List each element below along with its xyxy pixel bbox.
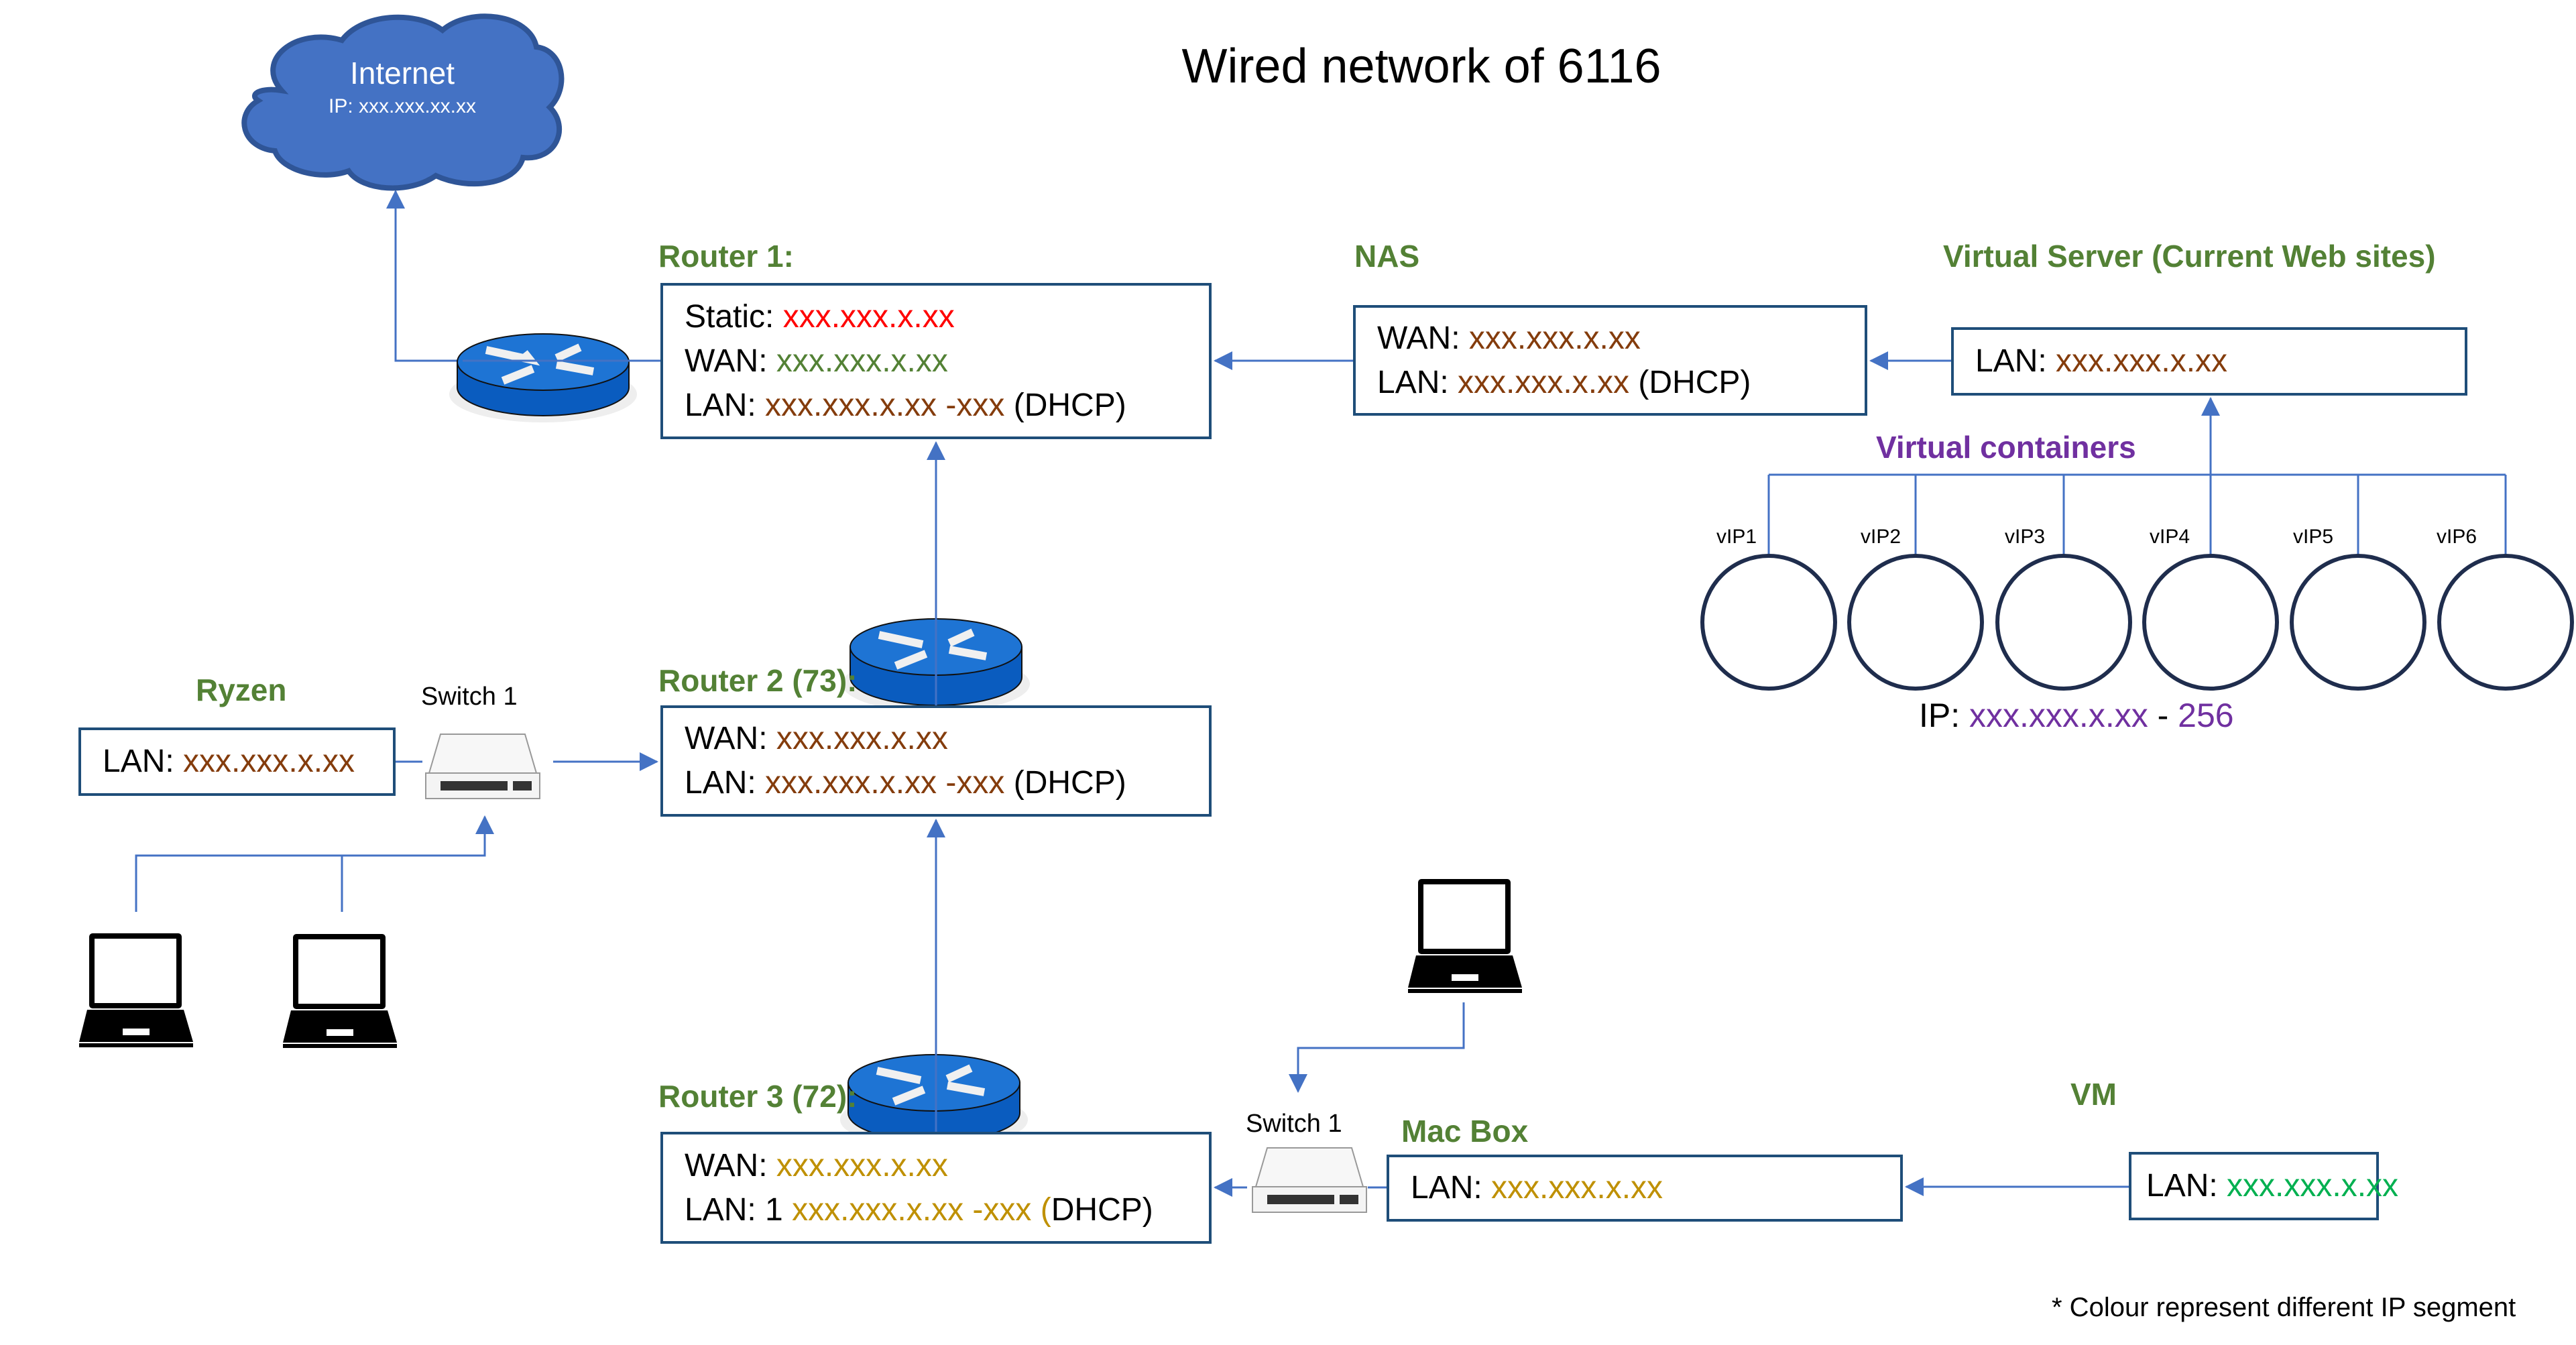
vip-label-4: vIP4 xyxy=(2150,526,2190,548)
router3-wan-ip: xxx.xxx.x.xx xyxy=(776,1147,948,1183)
router1-static-key: Static: xyxy=(685,298,783,335)
containers-ip-sep: - xyxy=(2148,697,2178,734)
router-icon-3 xyxy=(840,1054,1028,1148)
router3-lan-ip: xxx.xxx.x.xx -xxx ( xyxy=(792,1191,1051,1228)
router2-label: Router 2 (73): xyxy=(658,663,858,698)
router3-lan-suffix: DHCP) xyxy=(1051,1191,1153,1228)
router2-box: WAN: xxx.xxx.x.xx LAN: xxx.xxx.x.xx -xxx… xyxy=(660,705,1212,817)
router3-lan-key: LAN: 1 xyxy=(685,1191,793,1228)
vserver-lan-ip: xxx.xxx.x.xx xyxy=(2056,343,2228,379)
router3-box: WAN: xxx.xxx.x.xx LAN: 1 xxx.xxx.x.xx -x… xyxy=(660,1132,1212,1244)
nas-wan-row: WAN: xxx.xxx.x.xx xyxy=(1377,316,1843,361)
laptop-icon-1 xyxy=(79,933,193,1047)
internet-label: Internet xyxy=(350,56,455,91)
router3-lan-row: LAN: 1 xxx.xxx.x.xx -xxx (DHCP) xyxy=(685,1188,1187,1232)
container-vip3 xyxy=(1995,554,2132,691)
containers-ip-end: 256 xyxy=(2178,697,2234,734)
switch-icon-2 xyxy=(1252,1147,1367,1213)
vserver-lan-key: LAN: xyxy=(1975,343,2056,379)
laptop-icon-3 xyxy=(1408,879,1522,993)
router2-lan-key: LAN: xyxy=(685,765,766,801)
vm-lan-row: LAN: xxx.xxx.x.xx xyxy=(2146,1164,2398,1208)
router1-wan-row: WAN: xxx.xxx.x.xx xyxy=(685,339,1187,384)
container-vip2 xyxy=(1847,554,1984,691)
connector-laptop-switchb xyxy=(1289,1002,1465,1093)
laptop-icon-2 xyxy=(283,934,397,1048)
router1-wan-ip: xxx.xxx.x.xx xyxy=(776,343,948,379)
container-vip5 xyxy=(2290,554,2426,691)
containers-ip-range: IP: xxx.xxx.x.xx - 256 xyxy=(1919,693,2234,738)
nas-label: NAS xyxy=(1354,239,1420,274)
vserver-label: Virtual Server (Current Web sites) xyxy=(1943,239,2436,274)
vip-label-6: vIP6 xyxy=(2437,526,2477,548)
macbox-box: LAN: xxx.xxx.x.xx xyxy=(1387,1155,1903,1222)
footnote: * Colour represent different IP segment xyxy=(2052,1293,2516,1322)
cloud-icon xyxy=(241,13,565,191)
nas-lan-key: LAN: xyxy=(1377,364,1458,400)
switch-a-label: Switch 1 xyxy=(421,683,518,711)
container-vip4 xyxy=(2142,554,2279,691)
router2-lan-ip: xxx.xxx.x.xx -xxx xyxy=(765,765,1005,801)
vserver-lan-row: LAN: xxx.xxx.x.xx xyxy=(1975,339,2443,384)
router1-lan-key: LAN: xyxy=(685,387,766,423)
router2-lan-row: LAN: xxx.xxx.x.xx -xxx (DHCP) xyxy=(685,761,1187,805)
containers-ip-start: xxx.xxx.x.xx xyxy=(1969,697,2148,734)
connector-laptops-switch xyxy=(135,815,494,912)
router-icon-1 xyxy=(449,333,637,422)
vm-lan-ip: xxx.xxx.x.xx xyxy=(2227,1168,2399,1204)
ryzen-lan-row: LAN: xxx.xxx.x.xx xyxy=(103,740,371,784)
nas-lan-ip: xxx.xxx.x.xx xyxy=(1458,364,1630,400)
nas-wan-ip: xxx.xxx.x.xx xyxy=(1468,320,1641,356)
vip-label-2: vIP2 xyxy=(1861,526,1901,548)
macbox-lan-key: LAN: xyxy=(1411,1170,1492,1206)
ryzen-label: Ryzen xyxy=(196,672,287,707)
container-vip6 xyxy=(2437,554,2574,691)
router1-box: Static: xxx.xxx.x.xx WAN: xxx.xxx.x.xx L… xyxy=(660,283,1212,439)
switch-icon-1 xyxy=(425,734,540,799)
router1-static-row: Static: xxx.xxx.x.xx xyxy=(685,295,1187,339)
macbox-lan-row: LAN: xxx.xxx.x.xx xyxy=(1411,1166,1879,1210)
nas-box: WAN: xxx.xxx.x.xx LAN: xxx.xxx.x.xx (DHC… xyxy=(1353,305,1867,416)
vip-label-5: vIP5 xyxy=(2293,526,2334,548)
router2-wan-key: WAN: xyxy=(685,721,776,756)
vm-label: VM xyxy=(2070,1077,2117,1112)
router1-lan-ip: xxx.xxx.x.xx -xxx xyxy=(765,387,1005,423)
ryzen-box: LAN: xxx.xxx.x.xx xyxy=(78,727,396,796)
nas-lan-suffix: (DHCP) xyxy=(1629,364,1751,400)
internet-node: Internet IP: xxx.xxx.xx.xx xyxy=(268,55,536,118)
router2-lan-suffix: (DHCP) xyxy=(1004,765,1126,801)
router1-label: Router 1: xyxy=(658,239,794,274)
switch-b-label: Switch 1 xyxy=(1246,1110,1342,1138)
router1-static-ip: xxx.xxx.x.xx xyxy=(782,298,955,335)
router1-lan-row: LAN: xxx.xxx.x.xx -xxx (DHCP) xyxy=(685,384,1187,428)
router2-wan-ip: xxx.xxx.x.xx xyxy=(776,721,948,756)
vm-lan-key: LAN: xyxy=(2146,1168,2227,1204)
ryzen-lan-key: LAN: xyxy=(103,744,184,779)
nas-wan-key: WAN: xyxy=(1377,320,1469,356)
nas-lan-row: LAN: xxx.xxx.x.xx (DHCP) xyxy=(1377,361,1843,405)
vip-label-3: vIP3 xyxy=(2005,526,2046,548)
vm-box: LAN: xxx.xxx.x.xx xyxy=(2129,1152,2398,1220)
router3-wan-row: WAN: xxx.xxx.x.xx xyxy=(685,1144,1187,1188)
router3-label: Router 3 (72): xyxy=(658,1079,858,1114)
vserver-box: LAN: xxx.xxx.x.xx xyxy=(1951,327,2467,396)
router2-wan-row: WAN: xxx.xxx.x.xx xyxy=(685,717,1187,761)
container-vip1 xyxy=(1700,554,1837,691)
diagram-title: Wired network of 6116 xyxy=(1181,40,1661,93)
router1-lan-suffix: (DHCP) xyxy=(1004,387,1126,423)
vip-label-1: vIP1 xyxy=(1716,526,1757,548)
internet-ip: IP: xxx.xxx.xx.xx xyxy=(328,95,477,117)
containers-ip-key: IP: xyxy=(1919,697,1970,734)
router1-wan-key: WAN: xyxy=(685,343,776,379)
macbox-lan-ip: xxx.xxx.x.xx xyxy=(1491,1170,1663,1206)
virtual-containers-label: Virtual containers xyxy=(1876,430,2136,465)
macbox-label: Mac Box xyxy=(1401,1114,1529,1149)
ryzen-lan-ip: xxx.xxx.x.xx xyxy=(183,744,355,779)
router3-wan-key: WAN: xyxy=(685,1147,776,1183)
